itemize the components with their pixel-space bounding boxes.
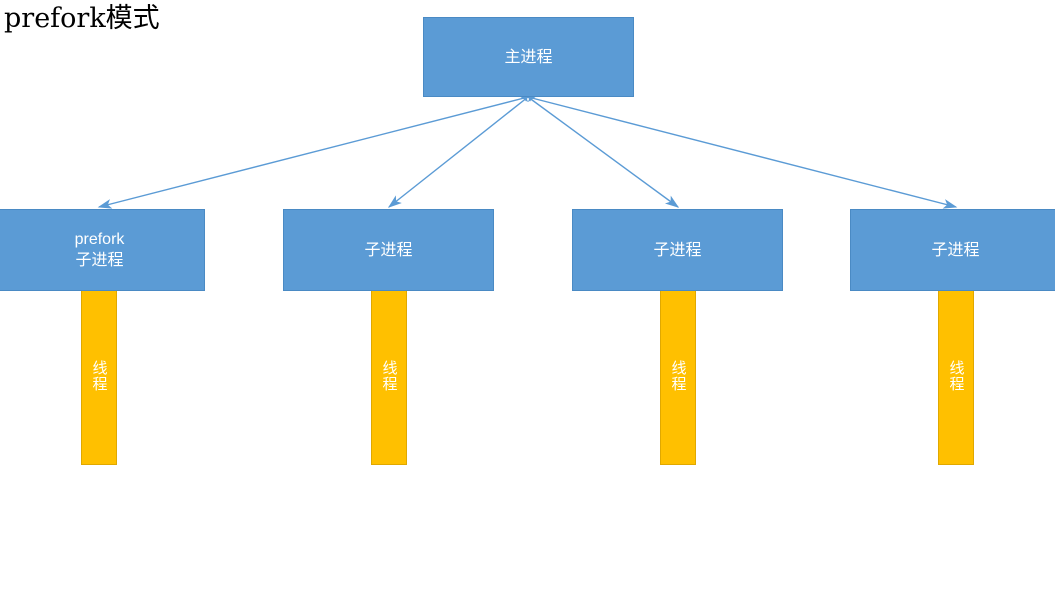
child-process-box-1[interactable]: prefork 子进程	[0, 209, 205, 291]
child-process-box-2[interactable]: 子进程	[283, 209, 494, 291]
child-process-label: 子进程	[931, 240, 979, 261]
connector-arrow-1	[97, 92, 541, 209]
child-process-label: 子进程	[364, 240, 412, 261]
thread-label: 线程	[947, 359, 965, 392]
master-process-label: 主进程	[504, 48, 553, 66]
thread-bar-4[interactable]: 线程	[938, 286, 974, 465]
master-process-box[interactable]: 主进程	[423, 17, 634, 97]
child-process-label-line2: 子进程	[364, 241, 413, 259]
thread-bar-1[interactable]: 线程	[81, 286, 117, 465]
page-title: prefork模式	[4, 3, 160, 34]
connector-arrow-3	[517, 89, 680, 208]
thread-bar-3[interactable]: 线程	[660, 286, 696, 465]
child-process-box-3[interactable]: 子进程	[572, 209, 783, 291]
child-process-label-line2: 子进程	[931, 241, 980, 259]
connector-arrow-4	[515, 92, 958, 209]
child-process-label: 子进程	[653, 240, 701, 261]
child-process-label-line1: prefork	[74, 231, 125, 248]
thread-label: 线程	[380, 359, 398, 392]
thread-label: 线程	[669, 359, 687, 392]
child-process-label-line2: 子进程	[653, 241, 702, 259]
thread-bar-2[interactable]: 线程	[371, 286, 407, 465]
child-process-label-line2: 子进程	[75, 252, 124, 269]
child-process-label: prefork 子进程	[75, 229, 125, 271]
connector-arrow-2	[387, 89, 538, 208]
child-process-box-4[interactable]: 子进程	[850, 209, 1055, 291]
thread-label: 线程	[90, 359, 108, 392]
